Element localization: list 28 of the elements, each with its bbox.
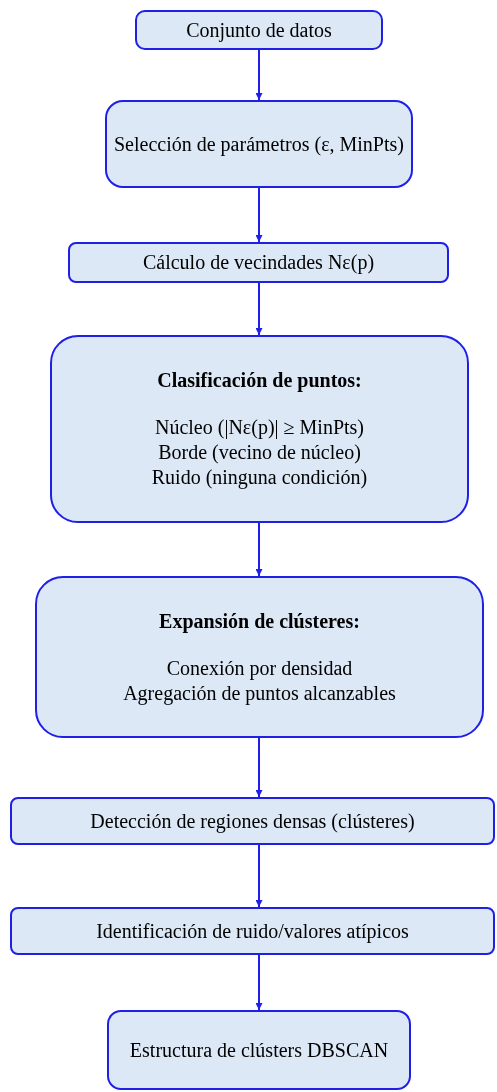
- arrow: [255, 187, 263, 243]
- box-text: Borde (vecino de núcleo): [158, 440, 361, 465]
- box-heading: Clasificación de puntos:: [157, 368, 362, 393]
- process-box: [50, 335, 469, 523]
- box-text: Estructura de clústers DBSCAN: [129, 1037, 389, 1063]
- process-box: [107, 1010, 411, 1090]
- box-text: Detección de regiones densas (clústeres): [90, 808, 415, 834]
- process-box: [135, 10, 383, 50]
- process-box: [35, 576, 484, 738]
- box-text: Ruido (ninguna condición): [151, 465, 368, 490]
- box-text: Identificación de ruido/valores atípicos: [96, 918, 409, 944]
- process-box: [105, 100, 413, 188]
- process-box: [10, 907, 495, 955]
- arrow: [255, 522, 263, 577]
- box-text: Conjunto de datos: [186, 17, 332, 43]
- process-box: [10, 797, 495, 845]
- process-box: [68, 242, 449, 283]
- box-heading: Expansión de clústeres:: [159, 608, 360, 634]
- arrow: [255, 49, 263, 101]
- box-text: Selección de parámetros (ε, MinPts): [114, 131, 404, 157]
- box-text: Conexión por densidad: [166, 655, 353, 681]
- arrow: [255, 737, 263, 798]
- arrow: [255, 954, 263, 1011]
- box-text: Cálculo de vecindades Nε(p): [142, 250, 375, 275]
- box-text: Núcleo (|Nε(p)| ≥ MinPts): [155, 415, 364, 440]
- arrow: [255, 282, 263, 336]
- box-text: Agregación de puntos alcanzables: [123, 680, 396, 706]
- arrow: [255, 844, 263, 908]
